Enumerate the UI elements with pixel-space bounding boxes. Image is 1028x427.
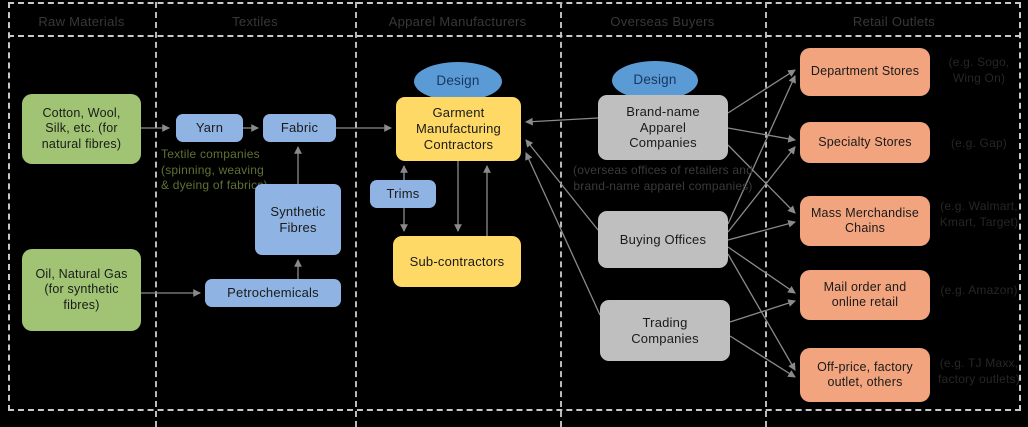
box-natural-raw-materials-label: Cotton, Wool, Silk, etc. (for natural fi… (41, 106, 122, 151)
oval-design-manufacturer-label: Design (436, 73, 480, 89)
oval-design-buyer-label: Design (633, 72, 677, 88)
column-divider-4 (765, 2, 767, 427)
box-trading-companies-label: Trading Companies (631, 314, 699, 346)
mass-merchandise-chains-note: (e.g. Walmart, Kmart, Target) (939, 199, 1019, 229)
oval-design-manufacturer: Design (414, 62, 502, 101)
column-header-apparel-manufacturers: Apparel Manufacturers (388, 13, 527, 29)
box-petrochemicals-label: Petrochemicals (227, 285, 319, 301)
box-off-price-factory-outlet-label: Off-price, factory outlet, others (817, 359, 913, 389)
box-mass-merchandise-chains: Mass Merchandise Chains (800, 196, 930, 246)
box-mass-merchandise-chains-label: Mass Merchandise Chains (810, 205, 920, 235)
box-synthetic-raw-materials: Oil, Natural Gas (for synthetic fibres) (22, 249, 141, 331)
box-specialty-stores-label: Specialty Stores (818, 134, 912, 149)
box-specialty-stores: Specialty Stores (800, 122, 930, 163)
box-off-price-factory-outlet: Off-price, factory outlet, others (800, 348, 930, 402)
box-yarn: Yarn (176, 114, 243, 142)
column-header-textiles: Textiles (232, 13, 278, 29)
box-synthetic-fibres: Synthetic Fibres (255, 184, 341, 255)
box-brand-name-apparel-companies: Brand-name Apparel Companies (598, 95, 728, 160)
column-divider-1 (155, 2, 157, 427)
box-trims: Trims (370, 180, 436, 208)
diagram-frame (8, 2, 1021, 411)
box-trading-companies: Trading Companies (600, 300, 730, 361)
box-brand-name-apparel-companies-label: Brand-name Apparel Companies (626, 103, 700, 151)
box-garment-manufacturing-contractors-label: Garment Manufacturing Contractors (416, 105, 501, 152)
column-header-raw-materials: Raw Materials (38, 13, 125, 29)
box-sub-contractors-label: Sub-contractors (409, 253, 505, 269)
oval-design-buyer: Design (612, 61, 698, 100)
column-header-overseas-buyers: Overseas Buyers (610, 13, 715, 29)
box-mail-order-online-retail-label: Mail order and online retail (823, 279, 907, 309)
box-fabric-label: Fabric (280, 120, 319, 136)
off-price-factory-outlet-note: (e.g. TJ Maxx, factory outlets) (938, 356, 1020, 386)
buying-offices-note: (overseas offices of retailers and brand… (573, 163, 753, 193)
header-divider (8, 35, 1021, 37)
textiles-note: Textile companies (spinning, weaving & d… (161, 147, 268, 193)
column-header-retail-outlets: Retail Outlets (852, 13, 936, 29)
box-fabric: Fabric (263, 114, 336, 142)
box-buying-offices-label: Buying Offices (619, 231, 707, 247)
column-divider-2 (355, 2, 357, 427)
box-yarn-label: Yarn (195, 120, 224, 136)
box-synthetic-fibres-label: Synthetic Fibres (270, 203, 326, 235)
mail-order-online-retail-note: (e.g. Amazon) (940, 283, 1018, 297)
column-divider-3 (560, 2, 562, 427)
box-department-stores-label: Department Stores (810, 64, 920, 79)
box-petrochemicals: Petrochemicals (205, 279, 341, 307)
box-synthetic-raw-materials-label: Oil, Natural Gas (for synthetic fibres) (35, 267, 128, 312)
box-sub-contractors: Sub-contractors (393, 236, 521, 287)
box-trims-label: Trims (386, 186, 420, 202)
department-stores-note: (e.g. Sogo, Wing On) (948, 55, 1010, 85)
specialty-stores-note: (e.g. Gap) (950, 136, 1008, 150)
box-natural-raw-materials: Cotton, Wool, Silk, etc. (for natural fi… (22, 94, 141, 164)
box-mail-order-online-retail: Mail order and online retail (800, 270, 930, 320)
box-garment-manufacturing-contractors: Garment Manufacturing Contractors (396, 97, 521, 161)
box-department-stores: Department Stores (800, 48, 930, 96)
box-buying-offices: Buying Offices (598, 211, 728, 268)
